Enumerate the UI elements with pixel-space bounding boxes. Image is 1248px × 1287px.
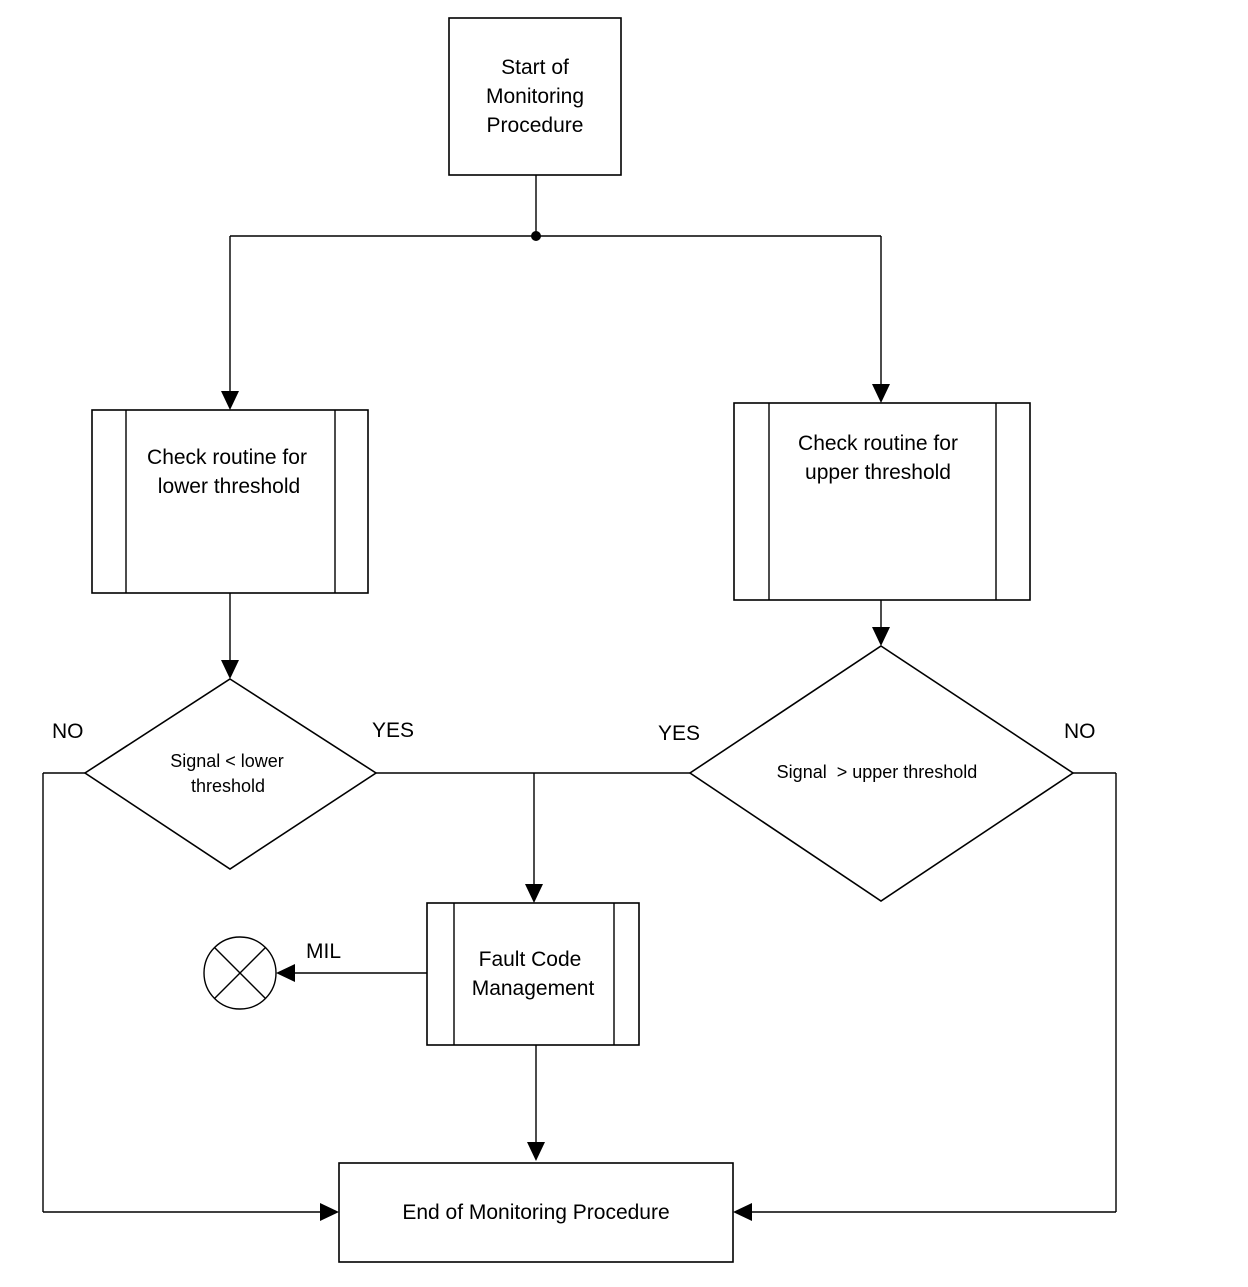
lamp-cross-icon bbox=[203, 936, 277, 1010]
decision-lower-line-1: Signal < lower bbox=[170, 751, 284, 771]
start-line-1: Start of bbox=[501, 56, 569, 79]
label-no-left: NO bbox=[52, 720, 84, 743]
start-line-3: Procedure bbox=[487, 114, 584, 137]
start-line-2: Monitoring bbox=[486, 85, 584, 108]
decision-upper-node: Signal > upper threshold bbox=[688, 645, 1075, 902]
junction-dot bbox=[531, 231, 541, 241]
end-node: End of Monitoring Procedure bbox=[338, 1162, 734, 1263]
label-yes-right: YES bbox=[658, 722, 700, 745]
start-node: Start of Monitoring Procedure bbox=[448, 17, 622, 176]
decision-upper-line-1: Signal > upper threshold bbox=[777, 762, 978, 782]
label-mil: MIL bbox=[306, 940, 341, 963]
arrow-to-upper-check bbox=[872, 384, 890, 403]
label-yes-left: YES bbox=[372, 719, 414, 742]
arrow-to-lower-check bbox=[221, 391, 239, 410]
arrow-to-upper-decision bbox=[872, 627, 890, 646]
end-line-1: End of Monitoring Procedure bbox=[402, 1201, 669, 1224]
fault-line-2: Management bbox=[472, 977, 595, 1000]
check-lower-line-2: lower threshold bbox=[158, 475, 300, 498]
arrow-to-end bbox=[527, 1142, 545, 1161]
check-upper-node: Check routine for upper threshold bbox=[733, 402, 1031, 601]
arrow-no-left-to-end bbox=[320, 1203, 339, 1221]
label-no-right: NO bbox=[1064, 720, 1096, 743]
decision-lower-node: Signal < lower threshold bbox=[83, 678, 378, 870]
arrow-to-lower-decision bbox=[221, 660, 239, 679]
check-upper-line-2: upper threshold bbox=[805, 461, 951, 484]
decision-lower-line-2: threshold bbox=[191, 776, 265, 796]
arrow-no-right-to-end bbox=[733, 1203, 752, 1221]
connectors bbox=[42, 175, 1117, 1221]
check-lower-line-1: Check routine for bbox=[147, 446, 307, 469]
check-upper-line-1: Check routine for bbox=[798, 432, 958, 455]
check-lower-node: Check routine for lower threshold bbox=[91, 409, 369, 594]
branch-labels: NO YES YES NO MIL bbox=[52, 719, 1096, 963]
arrow-to-mil bbox=[276, 964, 295, 982]
fault-node: Fault Code Management bbox=[426, 902, 640, 1046]
fault-line-1: Fault Code bbox=[479, 948, 582, 971]
arrow-to-fault bbox=[525, 884, 543, 903]
